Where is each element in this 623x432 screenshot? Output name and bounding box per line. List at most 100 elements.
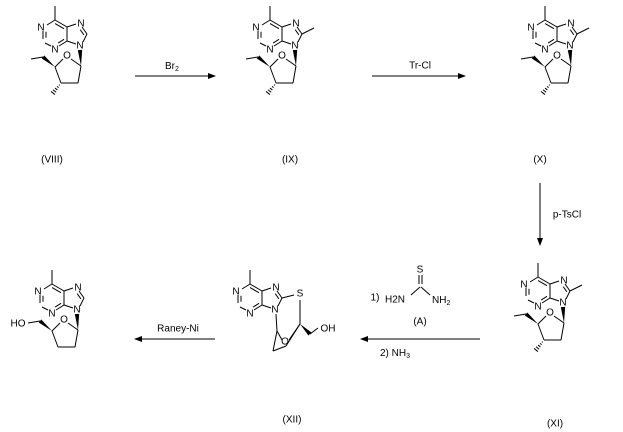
bond xyxy=(82,33,88,43)
bond xyxy=(560,322,565,341)
bond xyxy=(537,276,551,285)
double-bond-inner xyxy=(537,280,548,287)
arrow-step-1: Br2 xyxy=(135,61,216,79)
double-bond-inner xyxy=(269,23,280,30)
double-bond-inner xyxy=(79,29,85,36)
ring-nitrogen: N xyxy=(73,305,80,316)
bond xyxy=(309,327,319,335)
bond xyxy=(261,19,271,26)
bond xyxy=(410,286,421,296)
bond xyxy=(269,66,277,84)
bond xyxy=(70,58,82,67)
bond xyxy=(51,330,59,348)
bond xyxy=(46,19,56,26)
bond xyxy=(544,19,558,28)
ring-nitrogen: N xyxy=(37,23,44,34)
ring-oxygen: O xyxy=(546,308,554,319)
bond xyxy=(41,306,49,311)
arrow-step-5: Raney-Ni xyxy=(134,324,215,342)
hashed-bond-segment xyxy=(265,91,271,95)
reagent-tosyl-chloride: p-TsCl xyxy=(553,210,581,221)
ring-nitrogen: N xyxy=(559,298,566,309)
compound-label-XII: (XII) xyxy=(283,415,302,426)
bond xyxy=(277,297,283,307)
bond xyxy=(272,330,278,352)
bond xyxy=(253,304,263,311)
bond xyxy=(556,23,567,28)
bond xyxy=(556,40,567,45)
bond xyxy=(249,283,263,292)
bond xyxy=(537,323,545,341)
wedge-bond xyxy=(41,55,55,67)
compound-label-IX: (IX) xyxy=(282,155,298,166)
bond xyxy=(544,58,554,68)
bond xyxy=(261,304,272,309)
bond xyxy=(513,313,527,317)
bond xyxy=(66,23,77,28)
double-bond-inner xyxy=(51,287,62,294)
hashed-bond-segment xyxy=(533,348,539,352)
double-bond-inner xyxy=(54,302,62,308)
bond xyxy=(43,283,53,290)
hashed-bond-segment xyxy=(52,89,57,93)
double-bond-inner xyxy=(249,287,260,294)
label-X: (X) xyxy=(533,155,546,166)
bond xyxy=(27,320,41,324)
ring-nitrogen: N xyxy=(541,45,548,56)
ring-nitrogen: N xyxy=(534,302,541,313)
bond xyxy=(275,313,278,332)
bond xyxy=(564,283,571,292)
bond xyxy=(536,19,546,26)
wedge-bond xyxy=(292,49,298,66)
wedge-bond xyxy=(77,49,83,66)
bond xyxy=(297,33,303,43)
bond xyxy=(548,40,558,47)
label-XI: (XI) xyxy=(547,419,563,430)
double-bond-inner xyxy=(547,38,555,44)
double-bond-inner xyxy=(544,23,555,30)
bond xyxy=(79,297,85,307)
hashed-bond-segment xyxy=(273,84,276,86)
thiourea-amine-left: H2N xyxy=(385,295,405,306)
arrow-step-3: p-TsCl xyxy=(537,183,581,246)
bond xyxy=(63,304,74,309)
bond xyxy=(276,290,283,299)
hashed-bond-segment xyxy=(541,341,544,343)
bond xyxy=(78,290,85,299)
hashed-bond-segment xyxy=(535,346,540,350)
bond xyxy=(301,27,315,35)
hashed-bond-segment xyxy=(271,85,274,89)
compound-label-XI: (XI) xyxy=(547,419,563,430)
ring-oxygen: O xyxy=(553,51,561,62)
bond xyxy=(288,323,301,341)
bond xyxy=(54,58,64,68)
wedge-bond xyxy=(74,313,80,330)
reagent-br2: Br2 xyxy=(165,61,179,73)
ring-nitrogen: N xyxy=(271,305,278,316)
bond xyxy=(572,33,578,43)
ring-nitrogen: N xyxy=(48,309,55,320)
bond xyxy=(549,280,560,285)
double-bond-inner xyxy=(54,23,65,30)
bond xyxy=(276,330,283,341)
bond xyxy=(571,26,578,35)
arrow-step-2: Tr-Cl xyxy=(372,61,466,79)
bond xyxy=(54,19,68,28)
reagent-trityl-chloride: Tr-Cl xyxy=(409,61,431,72)
wedge-bond xyxy=(256,55,270,67)
ring-nitrogen: N xyxy=(232,287,239,298)
bond xyxy=(292,65,297,84)
ring-nitrogen: N xyxy=(560,276,567,287)
ring-nitrogen: N xyxy=(252,23,259,34)
hashed-bond-segment xyxy=(540,91,546,95)
bond xyxy=(245,56,259,60)
bond xyxy=(520,56,534,60)
ring-nitrogen: N xyxy=(527,23,534,34)
hashed-bond-segment xyxy=(544,87,548,91)
step-number-1: 1) xyxy=(371,293,380,304)
hashed-bond-segment xyxy=(548,84,551,86)
ring-nitrogen: N xyxy=(291,41,298,52)
hashed-bond-segment xyxy=(50,91,56,95)
